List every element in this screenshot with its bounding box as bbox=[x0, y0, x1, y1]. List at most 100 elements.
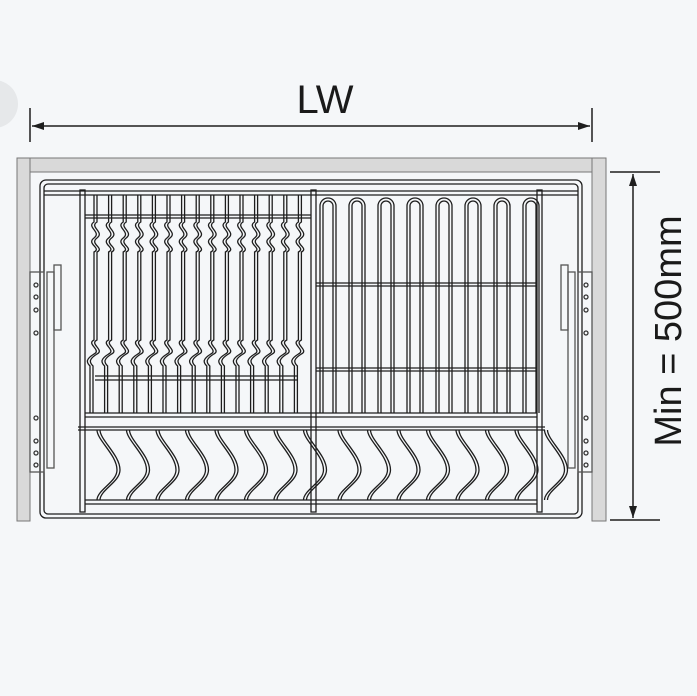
cup-rack-loop bbox=[380, 200, 392, 413]
bottom-wave-divider bbox=[455, 429, 477, 501]
plate-wire bbox=[247, 195, 258, 413]
mounting-hole bbox=[33, 294, 39, 300]
bottom-wave-divider bbox=[484, 429, 507, 501]
mounting-hole bbox=[583, 450, 589, 456]
plate-wire bbox=[86, 195, 97, 413]
bottom-wave-divider bbox=[543, 429, 566, 501]
mounting-hole bbox=[583, 462, 589, 468]
bottom-wave-divider bbox=[158, 429, 180, 501]
plate-wire bbox=[218, 195, 229, 413]
bottom-wave-divider bbox=[214, 429, 236, 501]
plate-wire bbox=[294, 195, 305, 413]
bottom-wave-divider bbox=[428, 429, 451, 501]
cup-rack-loop bbox=[464, 197, 482, 413]
cabinet-top-panel bbox=[29, 157, 593, 173]
bottom-wave-divider bbox=[366, 429, 389, 501]
bottom-wave-divider bbox=[369, 429, 392, 501]
mounting-hole bbox=[583, 294, 589, 300]
cup-rack-loop bbox=[525, 200, 537, 413]
cup-rack-loop bbox=[377, 197, 395, 413]
left-post bbox=[79, 189, 86, 513]
plate-wire bbox=[101, 195, 112, 413]
bottom-wave-divider bbox=[487, 429, 510, 501]
bottom-wave-divider bbox=[155, 429, 177, 501]
plate-wire bbox=[221, 195, 232, 413]
mounting-hole bbox=[33, 282, 39, 288]
left-slide-rail bbox=[29, 264, 62, 473]
bottom-wave-divider bbox=[517, 429, 539, 501]
mounting-hole bbox=[33, 450, 39, 456]
plate-wire bbox=[89, 195, 100, 413]
plate-wire bbox=[276, 195, 287, 413]
plate-wire bbox=[250, 195, 261, 413]
plate-wire bbox=[118, 195, 130, 413]
basket bbox=[29, 179, 593, 519]
plate-wire bbox=[177, 195, 188, 413]
cup-rack-loop bbox=[322, 200, 334, 413]
bottom-wave-divider bbox=[458, 429, 480, 501]
right-slide-rail bbox=[560, 264, 593, 473]
cup-rack-loop bbox=[438, 200, 450, 413]
mounting-hole bbox=[33, 462, 39, 468]
bottom-wave-divider bbox=[243, 429, 266, 501]
arrow-right-icon bbox=[578, 122, 590, 130]
mounting-hole bbox=[583, 330, 589, 336]
cup-rack-loop bbox=[351, 200, 363, 413]
cup-rack-loop bbox=[348, 197, 366, 413]
plate-wire bbox=[188, 195, 200, 413]
arrow-up-icon bbox=[629, 174, 637, 186]
cabinet bbox=[16, 157, 607, 522]
cabinet-left-panel bbox=[16, 157, 31, 522]
bottom-wave-divider bbox=[337, 429, 359, 501]
mounting-hole bbox=[583, 438, 589, 444]
arrow-down-icon bbox=[629, 506, 637, 518]
plate-wire bbox=[264, 195, 276, 413]
plate-wire bbox=[130, 195, 141, 413]
arrow-left-icon bbox=[32, 122, 44, 130]
cup-rack-loop bbox=[493, 197, 511, 413]
bottom-wave-divider bbox=[217, 429, 239, 501]
bottom-wave-divider bbox=[273, 429, 295, 501]
plate-wire bbox=[279, 195, 290, 413]
plate-wire bbox=[145, 195, 156, 413]
plate-wire bbox=[115, 195, 127, 413]
plate-wire bbox=[191, 195, 203, 413]
bottom-wave-divider bbox=[246, 429, 269, 501]
bottom-wave-divider bbox=[425, 429, 448, 501]
cup-rack-loop bbox=[409, 200, 421, 413]
plate-wire bbox=[133, 195, 144, 413]
cup-rack-loop bbox=[496, 200, 508, 413]
bottom-wave-divider bbox=[187, 429, 210, 501]
plate-wire bbox=[206, 195, 217, 413]
plate-wire bbox=[174, 195, 185, 413]
plate-wire bbox=[291, 195, 302, 413]
height-label: Min = 500mm bbox=[648, 215, 690, 446]
height-dimension bbox=[610, 171, 660, 521]
plate-wire bbox=[159, 195, 170, 413]
bottom-wave-divider bbox=[396, 429, 418, 501]
mounting-hole bbox=[33, 307, 39, 313]
plate-wire bbox=[104, 195, 115, 413]
bottom-wave-divider bbox=[184, 429, 207, 501]
bottom-wave-divider bbox=[96, 429, 118, 501]
plate-wire bbox=[235, 195, 246, 413]
plate-wire bbox=[232, 195, 243, 413]
mounting-hole bbox=[583, 415, 589, 421]
bottom-wave-divider bbox=[302, 429, 325, 501]
plate-wire bbox=[261, 195, 273, 413]
bottom-wave-divider bbox=[99, 429, 121, 501]
center-divider bbox=[310, 189, 317, 513]
bottom-wave-divider bbox=[340, 429, 362, 501]
mounting-hole bbox=[33, 438, 39, 444]
bottom-wave-divider bbox=[546, 429, 569, 501]
corner-decoration bbox=[0, 80, 18, 128]
mounting-hole bbox=[33, 415, 39, 421]
bottom-wave-divider bbox=[128, 429, 151, 501]
plate-wire bbox=[162, 195, 173, 413]
bottom-wave-divider bbox=[399, 429, 421, 501]
plate-wire bbox=[203, 195, 214, 413]
mounting-hole bbox=[33, 330, 39, 336]
bottom-wave-divider bbox=[125, 429, 148, 501]
width-dimension bbox=[29, 108, 593, 142]
